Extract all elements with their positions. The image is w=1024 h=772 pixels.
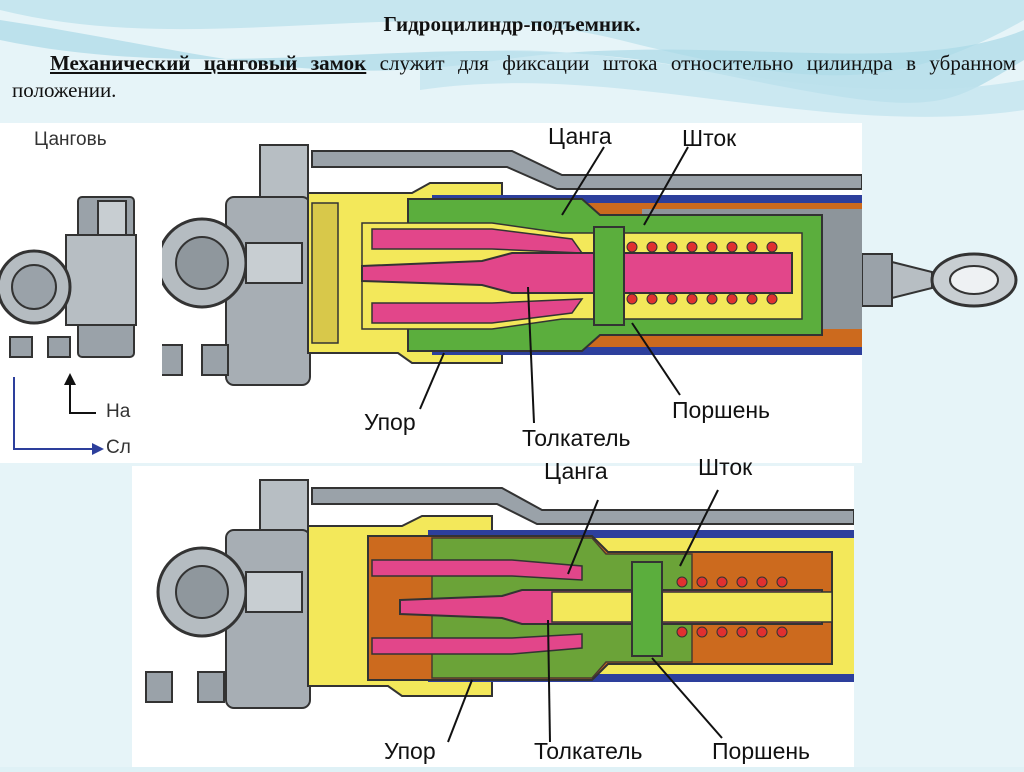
top-callout-collet: Цанга (548, 123, 612, 149)
rod-end-eye (862, 252, 1018, 308)
bottom-callout-piston: Поршень (712, 738, 811, 764)
top-callout-piston: Поршень (672, 397, 771, 423)
top-callout-stop: Упор (364, 409, 416, 435)
side-label-top: Цанговь (34, 129, 107, 150)
top-callout-pusher: Толкатель (522, 425, 631, 451)
top-diagram-panel: Цанга Шток Упор Толкатель Поршень (155, 123, 863, 463)
bottom-callout-collet: Цанга (544, 458, 608, 484)
description-text: Механический цанговый замок служит для ф… (12, 50, 1016, 104)
page-title: Гидроцилиндр-подъемник. (383, 12, 641, 36)
top-diagram-drawing (155, 144, 863, 424)
side-fragment-panel: Цанговь На Сл (0, 123, 162, 463)
side-label-mid: На (106, 401, 131, 422)
bottom-callout-pusher: Толкатель (534, 738, 643, 764)
side-fragment-drawing (0, 196, 137, 455)
side-label-bottom: Сл (106, 437, 131, 458)
bottom-callout-stop: Упор (384, 738, 436, 764)
bottom-diagram-drawing (145, 479, 855, 743)
description-rest: служит для фиксации штока относительно ц… (12, 51, 1017, 102)
bottom-diagram-panel: Цанга Шток Упор Толкатель Поршень (132, 454, 855, 767)
top-callout-rod: Шток (682, 125, 737, 151)
bottom-callout-rod: Шток (698, 454, 753, 480)
description-lead: Механический цанговый замок (50, 51, 367, 75)
